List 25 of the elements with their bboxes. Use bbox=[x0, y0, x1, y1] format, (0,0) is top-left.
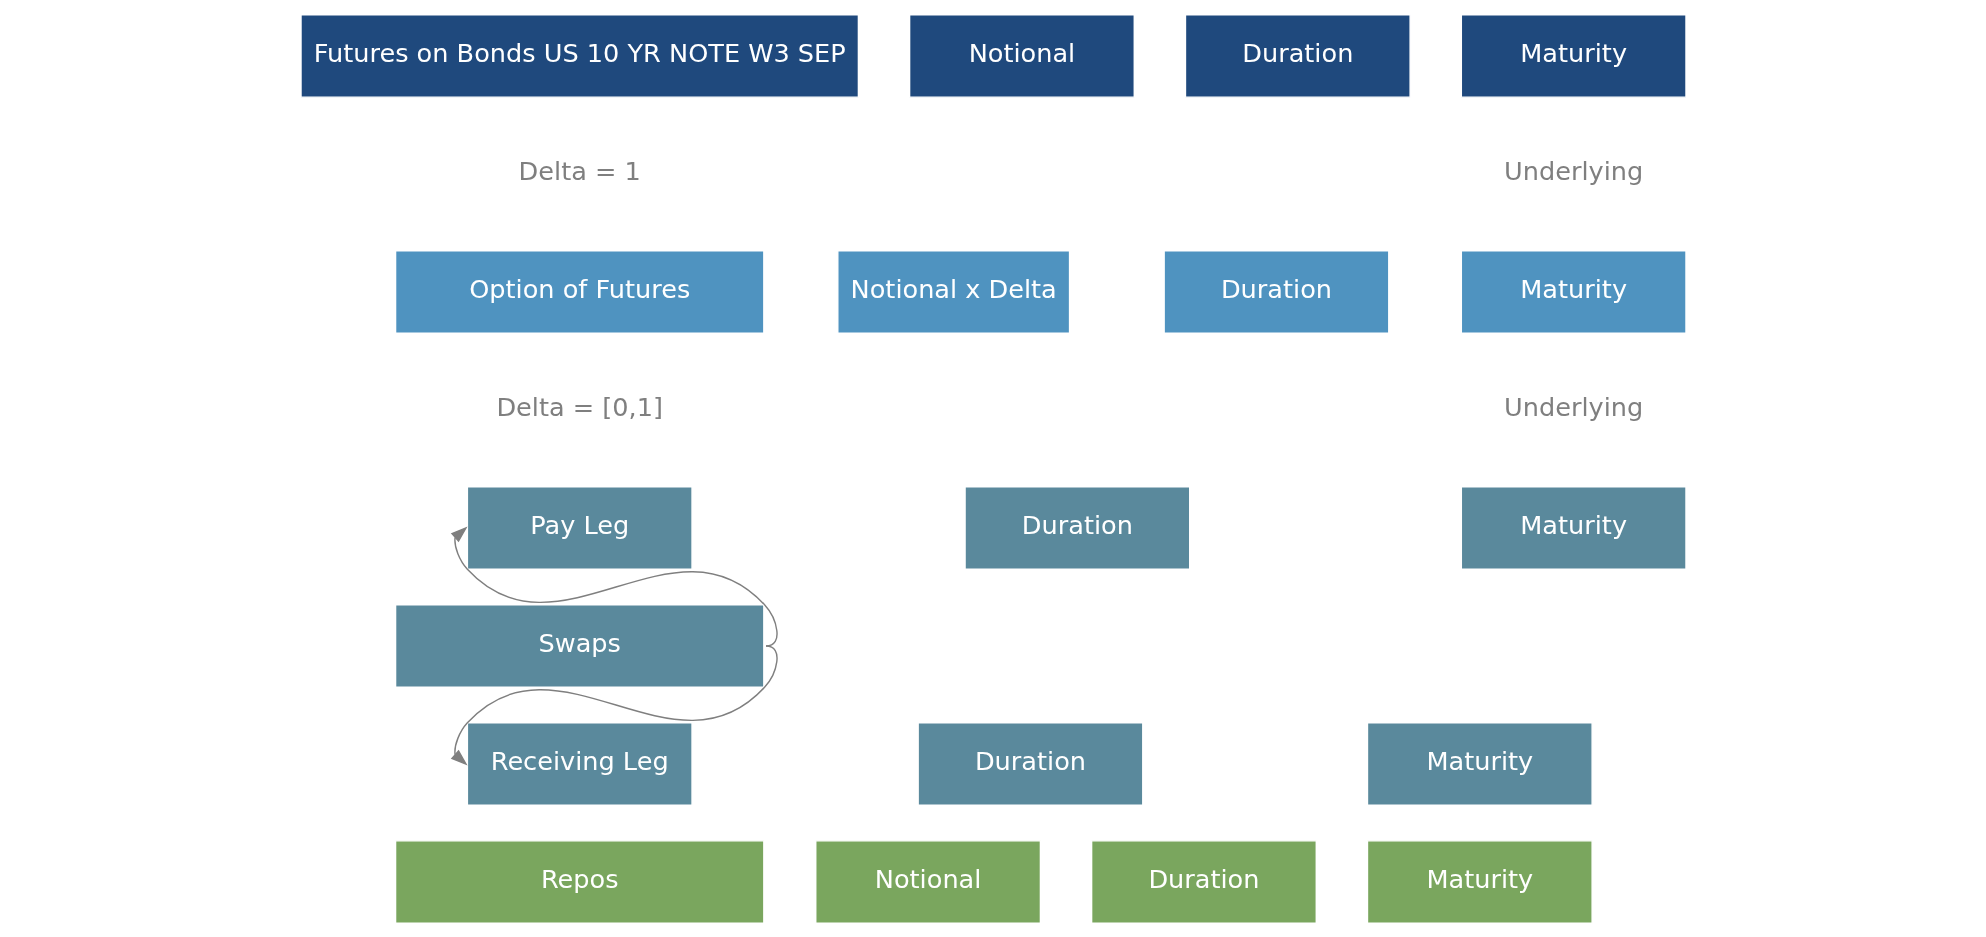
node-box: Maturity bbox=[1460, 249, 1687, 334]
node-box: Duration bbox=[916, 721, 1143, 806]
label: Underlying bbox=[1503, 391, 1643, 422]
node-box: Notional bbox=[908, 13, 1135, 98]
label: Delta = [0,1] bbox=[495, 391, 663, 422]
node-box: Futures on Bonds US 10 YR NOTE W3 SEP bbox=[299, 13, 859, 98]
node-box: Duration bbox=[1162, 249, 1389, 334]
node-box: Swaps bbox=[394, 603, 765, 688]
arrow bbox=[450, 644, 778, 765]
label: Delta = 1 bbox=[518, 155, 641, 186]
node-box: Notional x Delta bbox=[836, 249, 1070, 334]
node-box: Maturity bbox=[1460, 13, 1687, 98]
node-box: Notional bbox=[814, 839, 1041, 924]
node-box: Pay Leg bbox=[466, 485, 693, 570]
arrow bbox=[450, 526, 778, 647]
node-box: Duration bbox=[1090, 839, 1317, 924]
node-box: Duration bbox=[963, 485, 1190, 570]
node-box: Receiving Leg bbox=[466, 721, 693, 806]
node-box: Duration bbox=[1184, 13, 1411, 98]
node-box: Maturity bbox=[1366, 839, 1593, 924]
node-box: Maturity bbox=[1460, 485, 1687, 570]
node-box: Maturity bbox=[1366, 721, 1593, 806]
node-box: Repos bbox=[394, 839, 765, 924]
label: Underlying bbox=[1503, 155, 1643, 186]
node-box: Option of Futures bbox=[394, 249, 765, 334]
